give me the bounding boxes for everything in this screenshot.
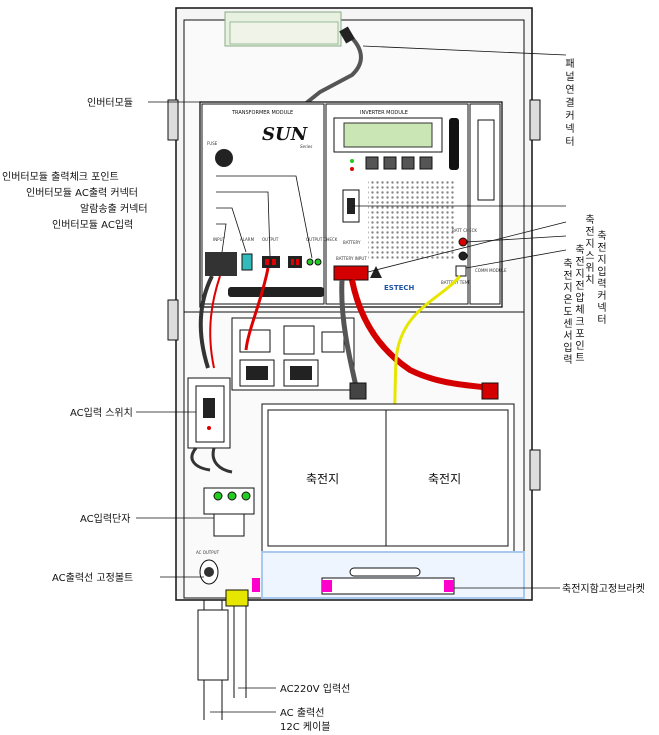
- battery-2-label: 축전지: [428, 472, 461, 486]
- bracket-slot: [349, 567, 421, 577]
- estech-brand: ESTECH: [384, 284, 415, 292]
- transformer-handle: [228, 287, 324, 297]
- battery-temp-label: BATTERY TEMP: [441, 280, 471, 285]
- battery-1: [267, 409, 387, 547]
- ac-terminal-block: [203, 487, 255, 515]
- bracket-plate: [321, 577, 455, 595]
- outlet-switch-box[interactable]: [239, 329, 271, 353]
- ground-lug: [252, 578, 260, 592]
- battery-switch-toggle[interactable]: [347, 198, 355, 214]
- sun-logo: SUN: [262, 124, 309, 145]
- battery-2: [385, 409, 509, 547]
- label-battery-switch: 축전지스위치: [583, 214, 595, 286]
- label-ac-out-cable-1: AC 출력선: [280, 707, 324, 719]
- lcd-button-4[interactable]: [419, 156, 433, 170]
- label-ac-in-switch: AC입력 스위치: [70, 406, 133, 419]
- warning-triangle-icon: [370, 266, 382, 278]
- label-panel-connector: 패널연결커넥터: [563, 58, 575, 149]
- lcd-screen: [343, 122, 433, 148]
- batt-check-point-red[interactable]: [458, 237, 468, 247]
- ac-output-connector[interactable]: [262, 256, 280, 268]
- label-battery-temp-in: 축전지온도센서입력: [561, 258, 573, 366]
- transformer-module-title: TRANSFORMER MODULE: [231, 110, 293, 116]
- comm-module-label: COMM MODULE: [475, 268, 507, 273]
- bracket-bolt-left: [322, 580, 332, 592]
- outlet-duplex[interactable]: [283, 325, 315, 355]
- label-battery-in-conn: 축전지입력커넥터: [595, 230, 607, 326]
- battery-cable-red: [349, 279, 491, 391]
- battery-1-label: 축전지: [306, 472, 339, 486]
- sun-logo-sub: Series: [300, 144, 312, 149]
- output-check-label: OUTPUT CHECK: [306, 237, 338, 242]
- lcd-button-3[interactable]: [401, 156, 415, 170]
- batt-check-point-black[interactable]: [458, 251, 468, 261]
- outlet-breaker[interactable]: [321, 331, 345, 353]
- label-ac-out-cable-2: 12C 케이블: [280, 721, 331, 733]
- label-ac-out-bolt: AC출력선 고정볼트: [52, 572, 133, 584]
- status-led-red: [350, 167, 354, 171]
- battery-terminal-negative: [349, 382, 367, 400]
- output-check-point-1[interactable]: [306, 258, 314, 266]
- status-led-green: [350, 159, 354, 163]
- inverter-handle: [449, 118, 459, 170]
- battery-switch-label: BATTERY: [343, 240, 361, 245]
- input-label: INPUT: [213, 237, 226, 242]
- cable-clamp: [225, 589, 249, 607]
- battery-input-label: BATTERY INPUT: [336, 256, 367, 261]
- lcd-button-2[interactable]: [383, 156, 397, 170]
- fuse-label: FUSE: [207, 141, 218, 146]
- output-label: OUTPUT: [262, 237, 279, 242]
- label-inv-ac-out-conn: 인버터모듈 AC출력 커넥터: [26, 187, 138, 199]
- ac-output-gland: [197, 609, 229, 681]
- label-inv-out-check: 인버터모듈 출력체크 포인트: [2, 171, 119, 183]
- inverter-module-title: INVERTER MODULE: [360, 110, 408, 116]
- label-battery-v-check: 축전지전압체크포인트: [573, 244, 585, 364]
- output-check-point-2[interactable]: [314, 258, 322, 266]
- iec-outlet-2[interactable]: [283, 359, 319, 387]
- label-ac220-in: AC220V 입력선: [280, 682, 350, 695]
- ac-output-label: AC OUTPUT: [196, 550, 220, 555]
- ac-input-socket[interactable]: [205, 252, 237, 276]
- battery-temp-input[interactable]: [455, 265, 467, 277]
- lcd-button-1[interactable]: [365, 156, 379, 170]
- outputs-connector[interactable]: [288, 256, 302, 268]
- label-alarm-conn: 알람송출 커넥터: [80, 202, 148, 215]
- battery-input-connector[interactable]: [333, 265, 369, 281]
- batt-check-label: BATT CHECK: [452, 228, 477, 233]
- battery-terminal-positive: [481, 382, 499, 400]
- bracket-bolt-right: [444, 580, 454, 592]
- alarm-connector[interactable]: [241, 253, 253, 271]
- label-battery-bracket: 축전지함고정브라켓: [562, 583, 645, 595]
- ac-input-switch-lever[interactable]: [203, 398, 215, 418]
- label-ac-terminal: AC입력단자: [80, 512, 130, 525]
- leader-lines: [136, 45, 567, 713]
- alarm-label: ALARM: [240, 237, 255, 242]
- fuse-holder[interactable]: [215, 149, 233, 167]
- label-inverter-module: 인버터모듈: [87, 97, 133, 109]
- label-inv-ac-in: 인버터모듈 AC입력: [52, 218, 133, 231]
- vent-mesh: [368, 180, 456, 260]
- panel-connector-plug: [339, 26, 355, 44]
